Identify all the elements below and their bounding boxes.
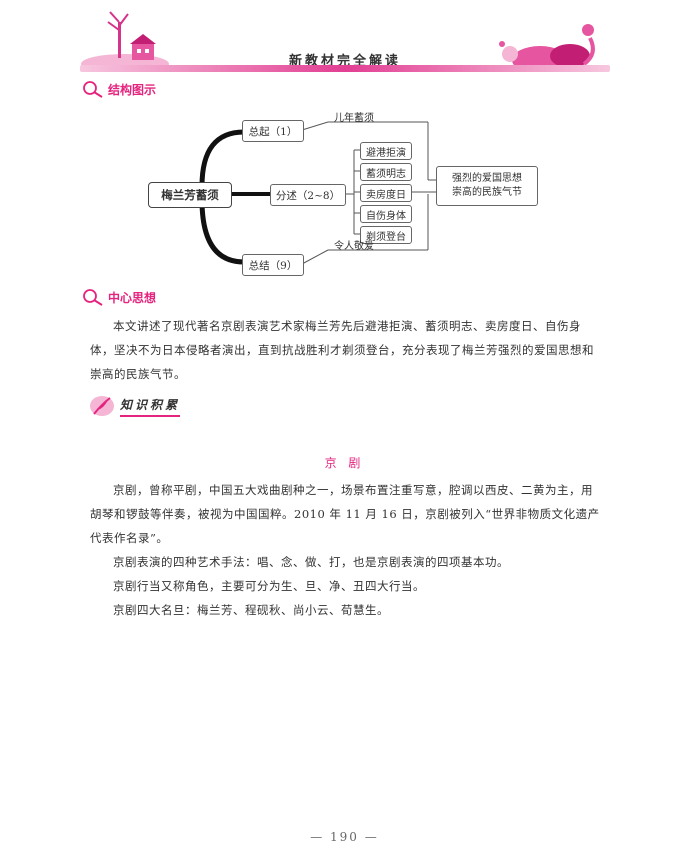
section-theme: 结构图示 中心思想 [82,288,156,306]
knowledge-title: 京 剧 [324,456,365,470]
header-band [80,65,610,72]
page-header: 新教材完全解读 [80,8,610,78]
section-knowledge: 知识积累 [88,394,181,418]
section-theme-heading: 中心思想 [108,290,157,305]
branch-intro-note: 儿年蓄须 [334,113,374,124]
section-structure-heading: 结构图示 [108,82,157,97]
page-number: — 190 — [310,830,379,844]
knowledge-text-block: 京剧，曾称平剧，中国五大戏曲剧种之一，场景布置注重写意，腔调以西皮、二黄为主，用… [90,478,600,622]
branch-conclusion-note: 令人敬爱 [334,241,374,252]
section-knowledge-heading: 知识积累 [120,396,181,417]
flower-decoration-icon [499,24,595,72]
magnifier-icon [83,81,103,98]
knowledge-paragraph: 京剧行当又称角色，主要可分为生、旦、净、丑四大行当。 [113,579,425,593]
knowledge-paragraph: 京剧，曾称平剧，中国五大戏曲剧种之一，场景布置注重写意，腔调以西皮、二黄为主，用… [90,483,600,545]
section-structure: 结构图示 [82,80,156,98]
mindmap-root: 梅兰芳蓄须 [148,182,232,208]
detail-item: 剃须登台 [360,226,412,244]
detail-item: 避港拒演 [360,142,412,160]
mindmap-connectors [199,121,436,265]
detail-item: 自伤身体 [360,205,412,223]
knowledge-paragraph: 京剧四大名旦：梅兰芳、程砚秋、尚小云、荀慧生。 [113,603,389,617]
structure-mindmap: 梅兰芳蓄须 总起（1） 儿年蓄须 分述（2~8） 避港拒演 蓄须明志 卖房度日 … [148,108,548,276]
summary-box: 强烈的爱国思想 崇高的民族气节 [436,166,538,206]
theme-text-block: 本文讲述了现代著名京剧表演艺术家梅兰芳先后避港拒演、蓄须明志、卖房度日、自伤身体… [90,314,600,386]
detail-item: 卖房度日 [360,184,412,202]
feather-pen-icon [90,396,114,416]
summary-line: 崇高的民族气节 [452,187,522,198]
branch-intro: 总起（1） [242,120,304,142]
magnifier-icon [83,289,103,306]
detail-item: 蓄须明志 [360,163,412,181]
summary-line: 强烈的爱国思想 [452,173,522,184]
knowledge-paragraph: 京剧表演的四种艺术手法：唱、念、做、打，也是京剧表演的四项基本功。 [113,555,509,569]
branch-detail: 分述（2~8） [270,184,346,206]
branch-conclusion: 总结（9） [242,254,304,276]
theme-paragraph: 本文讲述了现代著名京剧表演艺术家梅兰芳先后避港拒演、蓄须明志、卖房度日、自伤身体… [90,319,594,381]
